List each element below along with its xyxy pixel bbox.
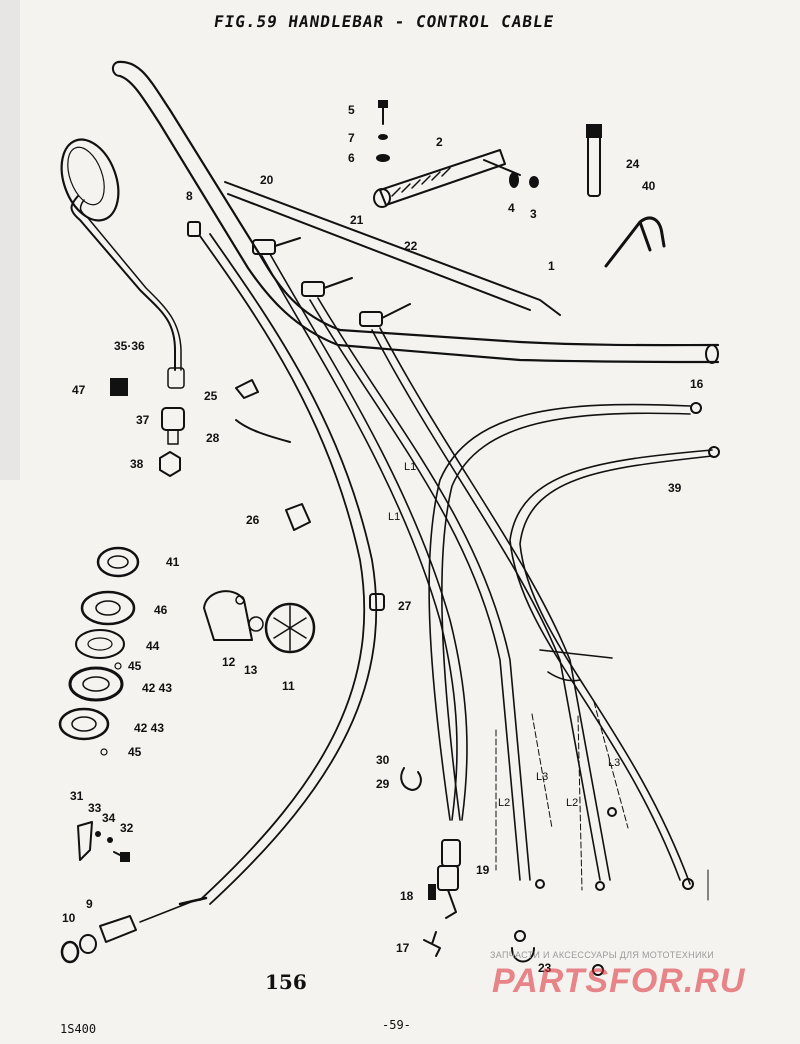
- callout-31: 31: [70, 789, 84, 803]
- callout-8: 8: [186, 189, 193, 203]
- callout-12: 12: [222, 655, 236, 669]
- part-28: [235, 419, 291, 443]
- callout-41: 41: [166, 555, 180, 569]
- callout-37: 37: [136, 413, 150, 427]
- callout-33: 33: [88, 801, 102, 815]
- part-47-grip: [110, 378, 128, 396]
- part-29-clip: [400, 767, 422, 791]
- part-40-lever: [604, 216, 666, 268]
- callout-1: 1: [548, 259, 555, 273]
- part-37: [161, 407, 185, 445]
- callout-21: 21: [350, 213, 364, 227]
- bearing-stack: [58, 546, 140, 756]
- callout-42-43a: 42 43: [142, 681, 172, 695]
- callout-26: 26: [246, 513, 260, 527]
- callout-46: 46: [154, 603, 168, 617]
- watermark-logo: PARTSFOR.RU: [492, 962, 746, 1000]
- callout-45b: 45: [128, 745, 142, 759]
- cable-adjuster: [60, 896, 208, 964]
- callout-7: 7: [348, 131, 355, 145]
- length-l2a: L2: [498, 797, 510, 809]
- length-l1a: L1: [404, 461, 416, 473]
- part-4: [509, 172, 519, 188]
- length-l3b: L3: [608, 757, 620, 769]
- callout-17: 17: [396, 941, 410, 955]
- cable-brackets: [187, 221, 411, 327]
- callout-23: 23: [538, 961, 552, 975]
- clutch-lever-part-2: [373, 149, 521, 208]
- callout-11: 11: [282, 679, 295, 693]
- dimension-lines: [495, 701, 709, 901]
- callout-47: 47: [72, 383, 86, 397]
- callout-6: 6: [348, 151, 355, 165]
- callout-39: 39: [668, 481, 682, 495]
- scan-noise: [0, 0, 20, 480]
- callout-28: 28: [206, 431, 220, 445]
- part-27: [369, 593, 385, 611]
- mirror: [60, 138, 185, 389]
- length-l3a: L3: [536, 771, 548, 783]
- callout-35-36: 35·36: [114, 339, 145, 353]
- part-26: [285, 503, 311, 531]
- callout-25: 25: [204, 389, 218, 403]
- sheet-number: -59-: [382, 1018, 411, 1032]
- switch-parts: [77, 821, 130, 862]
- callout-45a: 45: [128, 659, 142, 673]
- length-l1b: L1: [388, 511, 400, 523]
- callout-2: 2: [436, 135, 443, 149]
- callout-9: 9: [86, 897, 93, 911]
- callout-42-43b: 42 43: [134, 721, 164, 735]
- part-38-nut: [159, 451, 181, 477]
- length-l2b: L2: [566, 797, 578, 809]
- callout-24: 24: [626, 157, 640, 171]
- control-cables: [199, 233, 720, 905]
- callout-44: 44: [146, 639, 160, 653]
- page-number: 156: [265, 970, 307, 994]
- callout-38: 38: [130, 457, 144, 471]
- callout-10: 10: [62, 911, 76, 925]
- callout-18: 18: [400, 889, 414, 903]
- callout-34: 34: [102, 811, 116, 825]
- part-25: [235, 379, 259, 399]
- part-3: [529, 176, 539, 188]
- callout-27: 27: [398, 599, 412, 613]
- callout-16: 16: [690, 377, 704, 391]
- callout-29: 29: [376, 777, 390, 791]
- callout-40: 40: [642, 179, 656, 193]
- callout-4: 4: [508, 201, 515, 215]
- callout-19: 19: [476, 863, 490, 877]
- callout-30: 30: [376, 753, 390, 767]
- callout-3: 3: [530, 207, 537, 221]
- callout-13: 13: [244, 663, 258, 677]
- callout-22: 22: [404, 239, 418, 253]
- headlight-switch: [203, 590, 316, 654]
- model-code: 1S400: [60, 1022, 97, 1036]
- bolts-5-7-6: [376, 100, 390, 162]
- callout-labels: 5 7 6 2 4 3 24 40 20 8 21 22 1 35·36 47 …: [62, 103, 704, 975]
- watermark-tagline: ЗАПЧАСТИ И АКСЕССУАРЫ ДЛЯ МОТОТЕХНИКИ: [490, 950, 715, 960]
- callout-5: 5: [348, 103, 355, 117]
- part-24: [586, 124, 602, 197]
- cable-ends: [423, 807, 694, 976]
- callout-20: 20: [260, 173, 274, 187]
- callout-32: 32: [120, 821, 134, 835]
- handlebar: [112, 60, 720, 364]
